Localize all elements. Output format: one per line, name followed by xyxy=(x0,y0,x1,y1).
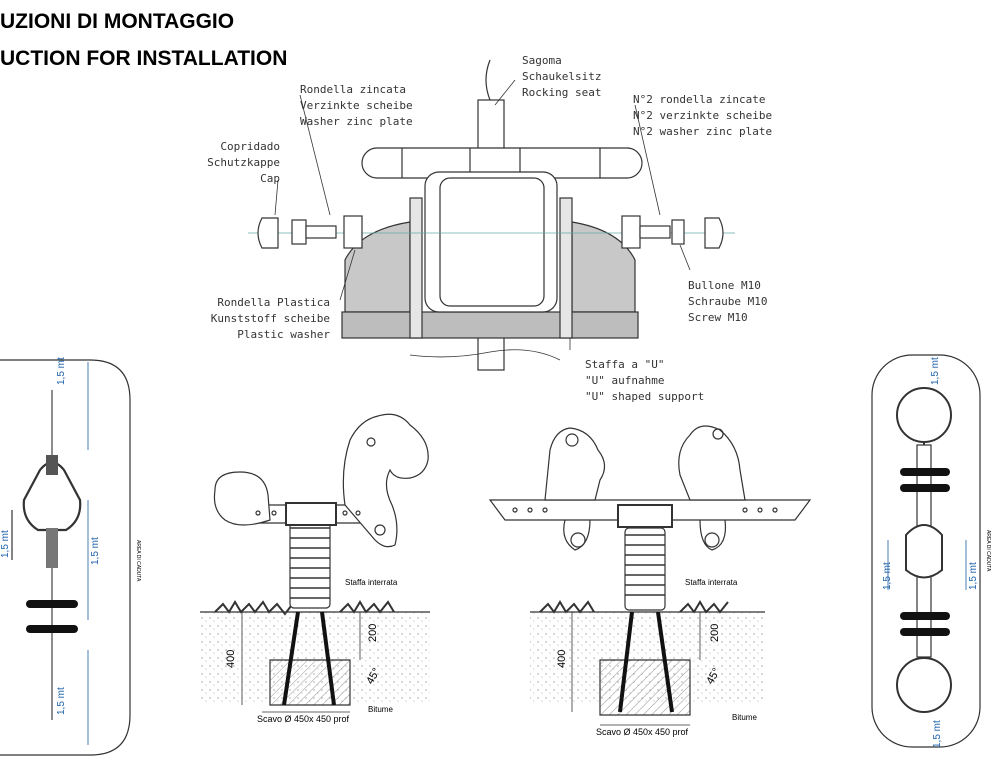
exploded-label-washers-2: N°2 rondella zincate N°2 verzinkte schei… xyxy=(633,93,772,138)
safety-area-outline-right xyxy=(871,354,981,748)
footprint-right-dim-top: 1,5 mt xyxy=(930,357,941,385)
label-pwasher-en: Plastic washer xyxy=(237,328,330,341)
label-bolt-en: Screw M10 xyxy=(688,311,748,324)
footprint-right-area-label: AREA DI CADUTA xyxy=(985,530,991,572)
footprint-left-dim-top: 1,5 mt xyxy=(56,357,67,385)
label-pwasher-it: Rondella Plastica xyxy=(217,296,330,309)
base-plate xyxy=(341,311,639,339)
seat-profile-line xyxy=(485,59,491,101)
double-depth-total: 400 xyxy=(556,650,568,668)
safety-area-outline-left xyxy=(0,359,131,756)
label-ubracket-it: Staffa a "U" xyxy=(585,358,664,371)
horse-excavation-label: Scavo Ø 450x 450 prof xyxy=(257,714,350,724)
footprint-left xyxy=(0,359,131,756)
label-seat-de: Schaukelsitz xyxy=(522,70,601,83)
double-concrete-label: Bitume xyxy=(732,713,757,722)
exploded-view xyxy=(248,59,735,371)
label-cap-en: Cap xyxy=(260,172,280,185)
label-washer-it: Rondella zincata xyxy=(300,83,406,96)
double-depth-upper: 200 xyxy=(709,624,721,642)
exploded-label-seat: Sagoma Schaukelsitz Rocking seat xyxy=(522,54,601,99)
horse-depth-upper: 200 xyxy=(367,624,379,642)
label-seat-en: Rocking seat xyxy=(522,86,601,99)
footprint-left-dim-bottom: 1,5 mt xyxy=(56,687,67,715)
exploded-label-washer: Rondella zincata Verzinkte scheibe Washe… xyxy=(300,83,413,128)
footprint-left-dim-mid: 1,5 mt xyxy=(90,537,101,565)
label-ubracket-de: "U" aufnahme xyxy=(585,374,664,387)
footprint-right-dim-left: 1,5 mt xyxy=(882,562,893,590)
label-cap-it: Copridado xyxy=(220,140,280,153)
label-pwasher-de: Kunststoff scheibe xyxy=(211,312,330,325)
seat-body xyxy=(424,171,558,313)
cap-right xyxy=(704,217,724,249)
horse-spring-rider xyxy=(200,413,430,706)
title-line-1: UZIONI DI MONTAGGIO xyxy=(0,10,235,33)
double-bracket-label: Staffa interrata xyxy=(685,578,738,587)
horse-depth-total: 400 xyxy=(225,650,237,668)
footprint-right-dim-right: 1,5 mt xyxy=(968,562,979,590)
exploded-label-plastic-washer: Rondella Plastica Kunststoff scheibe Pla… xyxy=(211,296,331,341)
cap-left xyxy=(257,217,279,249)
horse-bracket-label: Staffa interrata xyxy=(345,578,398,587)
label-washer-de: Verzinkte scheibe xyxy=(300,99,413,112)
exploded-label-u-bracket: Staffa a "U" "U" aufnahme "U" shaped sup… xyxy=(585,358,704,403)
footprint-left-dim-partial: 1,5 mt xyxy=(0,530,11,558)
footprint-left-area-label: AREA DI CADUTA xyxy=(135,540,141,582)
label-cap-de: Schutzkappe xyxy=(207,156,280,169)
label-bolt-it: Bullone M10 xyxy=(688,279,761,292)
footprint-right-dim-bottom: 1,5 mt xyxy=(932,720,943,748)
double-spring-rider xyxy=(488,425,812,716)
label-ubracket-en: "U" shaped support xyxy=(585,390,704,403)
label-bolt-de: Schraube M10 xyxy=(688,295,767,308)
footprint-right xyxy=(871,354,981,748)
label-washers2-de: N°2 verzinkte scheibe xyxy=(633,109,772,122)
double-excavation-label: Scavo Ø 450x 450 prof xyxy=(596,727,689,737)
plastic-washer-left xyxy=(343,215,363,249)
bolt-m10 xyxy=(639,225,671,239)
exploded-label-bolt: Bullone M10 Schraube M10 Screw M10 xyxy=(688,279,767,324)
horse-dimension-lines xyxy=(241,612,361,713)
title-line-2: UCTION FOR INSTALLATION xyxy=(0,47,288,70)
label-washer-en: Washer zinc plate xyxy=(300,115,413,128)
horse-concrete-label: Bitume xyxy=(368,705,393,714)
double-dimension-lines xyxy=(571,612,701,726)
label-washers2-en: N°2 washer zinc plate xyxy=(633,125,772,138)
exploded-label-cap: Copridado Schutzkappe Cap xyxy=(207,140,280,185)
label-washers2-it: N°2 rondella zincate xyxy=(633,93,765,106)
label-seat-it: Sagoma xyxy=(522,54,562,67)
